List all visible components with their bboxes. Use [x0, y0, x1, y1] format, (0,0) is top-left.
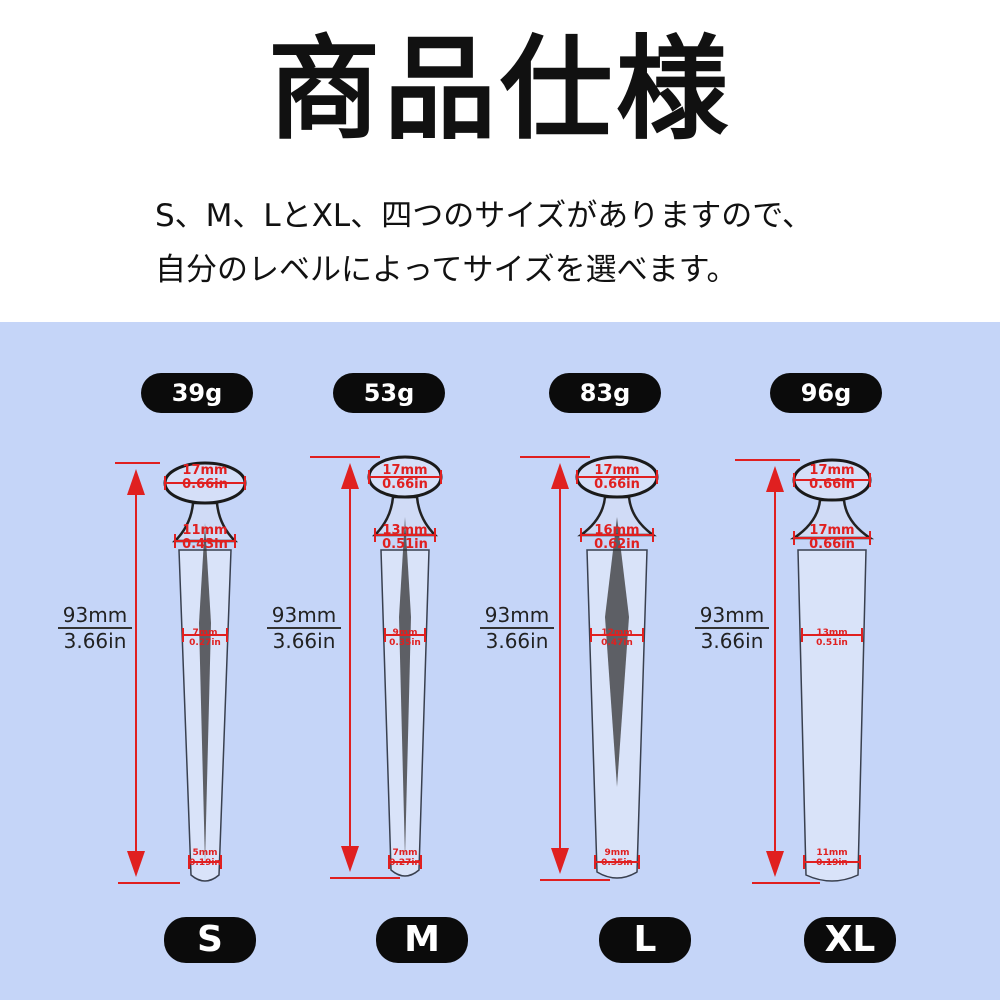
collar-mm: 11mm	[182, 523, 228, 538]
arrow-down-icon	[551, 848, 569, 874]
collar-mm: 13mm	[382, 523, 428, 538]
mid-in: 0.51in	[816, 638, 848, 648]
mid-mm: 7mm	[192, 628, 218, 638]
size-badge: M	[376, 917, 468, 963]
head-mm: 17mm	[809, 463, 855, 478]
length-in: 3.66in	[63, 629, 127, 653]
arrow-up-icon	[766, 466, 784, 492]
collar-in: 0.66in	[809, 537, 855, 552]
length-mm: 93mm	[480, 603, 554, 629]
length-in: 3.66in	[272, 629, 336, 653]
product-core	[399, 517, 411, 858]
head-in: 0.66in	[809, 477, 855, 492]
collar-in: 0.51in	[382, 537, 428, 552]
weight-badge: 83g	[549, 373, 661, 413]
length-mm: 93mm	[695, 603, 769, 629]
tip-in: 0.27in	[389, 858, 421, 868]
product-core	[605, 517, 629, 787]
collar-mm: 16mm	[594, 523, 640, 538]
arrow-up-icon	[127, 469, 145, 495]
arrow-up-icon	[551, 463, 569, 489]
page-title: 商品仕様	[268, 25, 732, 155]
mid-in: 0.27in	[189, 638, 221, 648]
tip-in: 0.35in	[601, 858, 633, 868]
mid-in: 0.35in	[389, 638, 421, 648]
weight-badge: 96g	[770, 373, 882, 413]
length-in: 3.66in	[485, 629, 549, 653]
tip-mm: 5mm	[192, 848, 218, 858]
collar-in: 0.62in	[594, 537, 640, 552]
tip-in: 0.19in	[189, 858, 221, 868]
length-mm: 93mm	[58, 603, 132, 629]
product-shaft	[797, 549, 867, 882]
mid-mm: 12mm	[601, 628, 633, 638]
length-in: 3.66in	[700, 629, 764, 653]
weight-badge: 53g	[333, 373, 445, 413]
head-in: 0.66in	[382, 477, 428, 492]
weight-badge: 39g	[141, 373, 253, 413]
head-mm: 17mm	[382, 463, 428, 478]
tip-mm: 11mm	[816, 848, 848, 858]
mid-mm: 9mm	[392, 628, 418, 638]
arrow-down-icon	[766, 851, 784, 877]
head-mm: 17mm	[182, 463, 228, 478]
length-mm: 93mm	[267, 603, 341, 629]
mid-in: 0.47in	[601, 638, 633, 648]
size-badge: L	[599, 917, 691, 963]
size-badge: S	[164, 917, 256, 963]
collar-mm: 17mm	[809, 523, 855, 538]
head-in: 0.66in	[594, 477, 640, 492]
mid-mm: 13mm	[816, 628, 848, 638]
head-mm: 17mm	[594, 463, 640, 478]
arrow-down-icon	[341, 846, 359, 872]
tip-mm: 9mm	[604, 848, 630, 858]
head-in: 0.66in	[182, 477, 228, 492]
description-line-2: 自分のレベルによってサイズを選べます。	[155, 252, 738, 288]
tip-mm: 7mm	[392, 848, 418, 858]
tip-in: 0.19in	[816, 858, 848, 868]
size-badge: XL	[804, 917, 896, 963]
product-core	[199, 523, 211, 863]
description-line-1: S、M、LとXL、四つのサイズがありますので、	[155, 198, 814, 234]
arrow-up-icon	[341, 463, 359, 489]
arrow-down-icon	[127, 851, 145, 877]
collar-in: 0.43in	[182, 537, 228, 552]
